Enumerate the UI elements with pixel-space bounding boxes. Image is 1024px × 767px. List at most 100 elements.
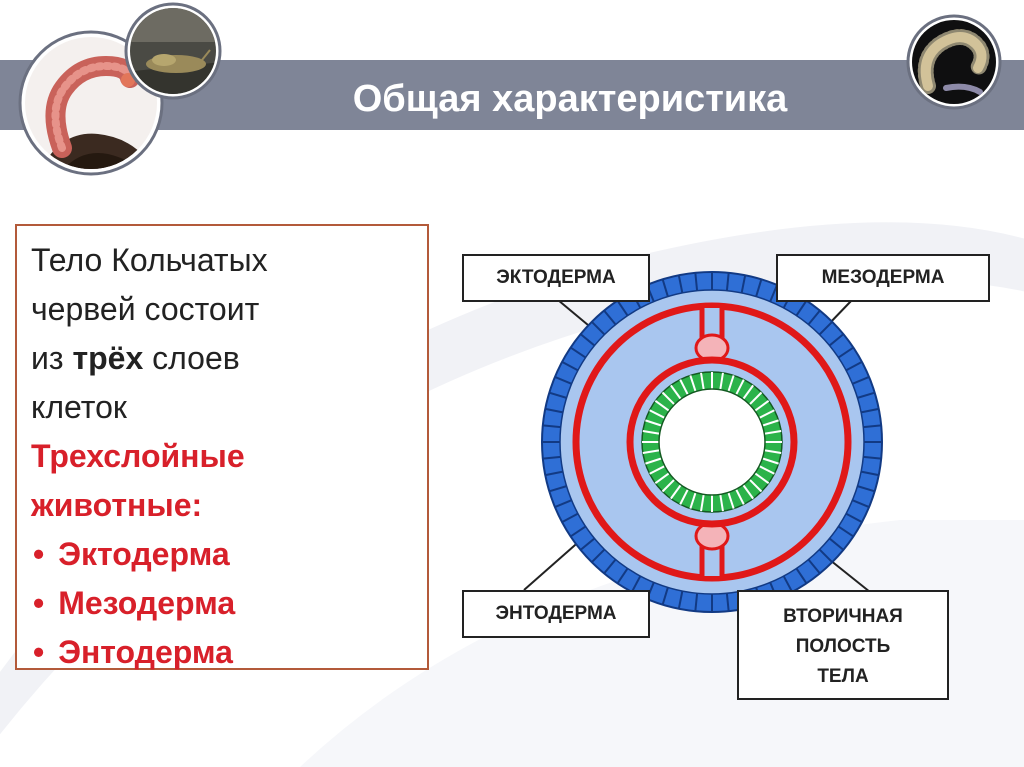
label-body-cavity-line-3: ТЕЛА — [817, 666, 869, 687]
cell-boundary — [758, 409, 775, 419]
cell-boundary — [616, 567, 629, 584]
cell-boundary — [661, 279, 669, 297]
cell-boundary — [654, 400, 670, 412]
cell-boundary — [754, 400, 770, 412]
cell-boundary — [735, 488, 745, 505]
cell-boundary — [570, 346, 587, 359]
cell-boundary — [554, 376, 572, 385]
bullet-dot-icon: • — [33, 536, 45, 572]
cell-boundary — [649, 465, 666, 475]
cell-boundary — [852, 499, 870, 508]
cell-boundary — [670, 484, 682, 500]
cell-boundary — [579, 537, 596, 551]
cell-boundary — [828, 537, 845, 551]
cell-boundary — [863, 424, 882, 429]
cell-boundary — [837, 346, 854, 359]
polychaete-photo — [906, 14, 1002, 110]
cell-boundary — [570, 525, 587, 538]
gut-lumen — [658, 388, 766, 496]
cell-boundary — [542, 424, 561, 429]
cell-boundary — [649, 409, 666, 419]
cell-boundary — [689, 375, 697, 392]
label-endoderm: ЭНТОДЕРМА — [462, 590, 650, 638]
cell-boundary — [818, 321, 833, 336]
cell-boundary — [645, 419, 662, 427]
cell-boundary — [642, 449, 660, 454]
cell-boundary — [545, 407, 564, 414]
cell-boundary — [782, 575, 794, 593]
cell-boundary — [603, 309, 617, 326]
cell-boundary — [795, 567, 808, 584]
cell-boundary — [845, 512, 863, 524]
cell-boundary — [837, 525, 854, 538]
bullet-ectoderm: • Эктодерма — [31, 530, 417, 579]
cross-section-diagram: ЭКТОДЕРМА МЕЗОДЕРМА ЭНТОДЕРМА ВТОРИЧНАЯ … — [440, 240, 1024, 710]
cell-boundary — [764, 430, 782, 435]
cell-boundary — [591, 321, 606, 336]
label-mesoderm: МЕЗОДЕРМА — [776, 254, 990, 302]
endoderm-cell-boundaries — [642, 372, 782, 512]
cell-boundary — [630, 575, 642, 593]
cell-boundary — [661, 391, 676, 406]
cell-boundary — [561, 512, 579, 524]
cell-boundary — [755, 279, 763, 297]
label-body-cavity-line-1: ВТОРИЧНАЯ — [783, 606, 903, 627]
cell-boundary — [616, 300, 629, 317]
slug-photo — [124, 2, 222, 100]
cell-boundary — [754, 472, 770, 484]
label-mesoderm-text: МЕЗОДЕРМА — [821, 267, 945, 288]
cell-boundary — [661, 587, 669, 605]
earthworm-photo — [18, 30, 164, 176]
cell-boundary — [828, 333, 845, 347]
description-line-1: Тело Кольчатых — [31, 242, 268, 278]
cell-boundary — [545, 470, 564, 477]
cell-boundary — [694, 272, 699, 291]
cell-boundary — [661, 478, 676, 493]
cell-boundary — [807, 558, 821, 575]
ectoderm-cell-boundaries — [542, 272, 882, 612]
cell-boundary — [764, 449, 782, 454]
label-body-cavity-line-2: ПОЛОСТЬ — [795, 636, 891, 657]
mesoderm-outer-layer — [572, 302, 852, 582]
bullet-label: Мезодерма — [58, 585, 236, 621]
cell-boundary — [591, 548, 606, 563]
cell-boundary — [689, 492, 697, 509]
bullet-dot-icon: • — [33, 585, 45, 621]
cell-boundary — [795, 300, 808, 317]
bullet-label: Эктодерма — [58, 536, 230, 572]
cell-boundary — [670, 384, 682, 400]
cell-boundary — [579, 333, 596, 347]
cell-boundary — [742, 384, 754, 400]
cell-boundary — [700, 372, 705, 390]
cell-boundary — [642, 430, 660, 435]
description-line-3-post: слоев — [143, 340, 240, 376]
description-line-3-pre: из — [31, 340, 73, 376]
cell-boundary — [725, 593, 730, 612]
description-line-3-emphasis: трёх — [72, 340, 144, 376]
cell-boundary — [679, 488, 689, 505]
cell-boundary — [742, 484, 754, 500]
cell-boundary — [677, 275, 684, 294]
page-title: Общая характеристика — [352, 78, 788, 120]
cell-boundary — [769, 284, 778, 302]
bullet-label: Энтодерма — [58, 634, 233, 670]
description-line-4: клеток — [31, 389, 127, 425]
cell-boundary — [554, 499, 572, 508]
label-ectoderm-text: ЭКТОДЕРМА — [496, 267, 616, 288]
cell-boundary — [719, 372, 724, 390]
cell-boundary — [725, 272, 730, 291]
cell-boundary — [735, 379, 745, 396]
cell-boundary — [857, 485, 875, 493]
description-box: Тело Кольчатых червей состоит из трёх сл… — [15, 224, 429, 670]
cell-boundary — [857, 391, 875, 399]
cell-boundary — [645, 457, 662, 465]
label-endoderm-text: ЭНТОДЕРМА — [495, 603, 617, 624]
cell-boundary — [852, 376, 870, 385]
cell-boundary — [549, 485, 567, 493]
cell-boundary — [860, 407, 879, 414]
cell-boundary — [807, 309, 821, 326]
description-line-3: из трёх слоев — [31, 334, 417, 383]
cell-boundary — [762, 419, 779, 427]
cell-boundary — [727, 492, 735, 509]
cell-boundary — [863, 455, 882, 460]
